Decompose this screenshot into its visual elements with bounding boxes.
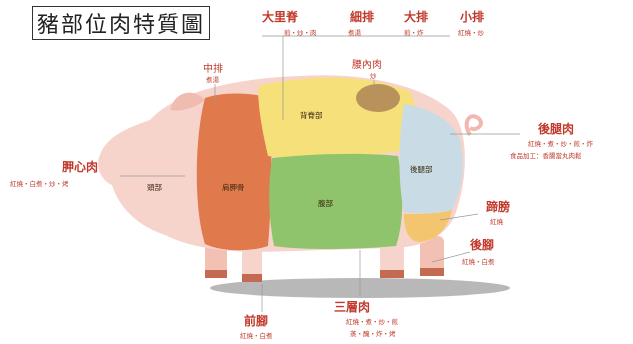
leader-line (431, 251, 471, 263)
label-ham-hock-name: 蹄膀 (486, 200, 511, 214)
pig-ear (170, 92, 205, 111)
hoof (242, 274, 262, 282)
label-cut-name: 大里脊 (262, 10, 299, 24)
region-tenderloin (356, 84, 400, 112)
label-cut-uses: 煎・炒・肉 (284, 29, 317, 37)
leader-line (439, 213, 479, 221)
region-label-belly: 腹部 (318, 199, 333, 208)
region-hock (404, 210, 452, 242)
region-label-head: 頭部 (147, 183, 162, 192)
region-label-hind: 後腿部 (410, 165, 433, 174)
front-leg-right (242, 244, 262, 280)
hoof (420, 268, 444, 276)
hoof (380, 270, 404, 278)
hind-leg-right (420, 236, 444, 274)
label-shoulder-top-uses: 煮湯 (206, 76, 219, 84)
label-front-foot-name: 前腳 (244, 314, 269, 328)
label-ham-hock-uses: 紅燒 (490, 218, 503, 226)
hoof (205, 270, 227, 278)
label-heart-uses: 紅燒・白煮・炒・烤 (10, 180, 69, 188)
label-hind-leg-name: 後腿肉 (538, 122, 575, 136)
label-tenderloin-uses: 炒 (370, 72, 377, 80)
label-hind-leg-note: 食品加工：香腸當丸肉鬆 (510, 152, 582, 160)
page-title: 豬部位肉特質圖 (32, 6, 210, 40)
region-label-loin: 背脊部 (300, 111, 323, 120)
region-label-shoulder: 肩胛骨 (222, 183, 245, 192)
label-cut-uses: 煎・炸 (404, 29, 424, 37)
label-cut-name: 細排 (350, 10, 375, 24)
label-shoulder-top-name: 中排 (203, 64, 223, 75)
label-belly-uses: 紅燒・煮・炒・煎 (346, 318, 398, 326)
label-front-foot-uses: 紅燒・白煮 (240, 332, 273, 340)
label-hind-leg-uses: 紅燒・煮・炒・煎・炸 (528, 140, 593, 148)
pig-tail (464, 114, 483, 137)
region-shoulder (196, 93, 272, 251)
label-cut-uses: 紅燒・炒 (458, 29, 484, 37)
label-heart-name: 胛心肉 (62, 160, 99, 174)
label-belly-name: 三層肉 (334, 300, 371, 314)
label-cut-name: 小排 (460, 10, 485, 24)
label-belly-uses-2: 蒸・醃・炸・烤 (350, 330, 396, 338)
label-cut-uses: 煮湯 (348, 29, 361, 37)
region-hind (399, 104, 463, 214)
label-hind-foot-name: 後腳 (470, 238, 495, 252)
label-hind-foot-uses: 紅燒・白煮 (462, 258, 495, 266)
label-tenderloin-name: 腰內肉 (352, 60, 382, 71)
region-belly (269, 153, 403, 249)
label-cut-name: 大排 (404, 10, 429, 24)
